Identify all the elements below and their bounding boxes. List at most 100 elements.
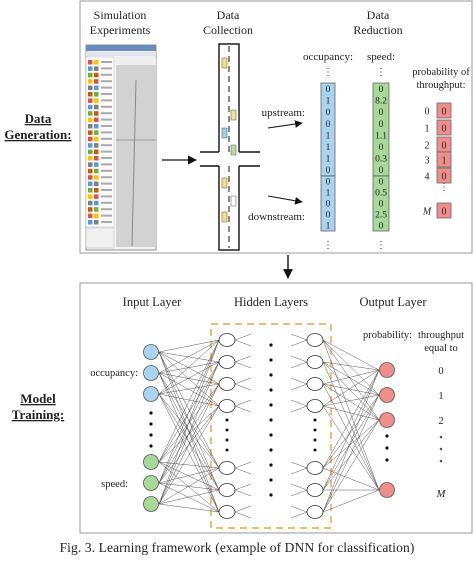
toolbar-icon xyxy=(94,194,99,199)
toolbar-icon xyxy=(94,124,99,129)
connection-line xyxy=(158,393,220,469)
probability-cell xyxy=(436,167,452,184)
toolbar-icon xyxy=(94,162,99,167)
toolbar-icon xyxy=(94,72,99,78)
toolbar-icon xyxy=(94,104,99,110)
collection-title-1: Data xyxy=(217,8,240,22)
toolbar-icon xyxy=(94,213,99,219)
toolbar-icon xyxy=(88,207,93,212)
hidden-node xyxy=(218,333,236,347)
connection-line xyxy=(158,503,220,513)
occupancy-upstream-value: 0 xyxy=(326,166,331,176)
toolbar-icon xyxy=(94,143,99,148)
ellipsis-dot xyxy=(439,447,443,451)
toolbar-item-line xyxy=(101,144,112,147)
input-node xyxy=(143,475,159,491)
toolbar-icon xyxy=(88,98,93,103)
connection-line xyxy=(234,467,252,475)
input-occupancy-label: occupancy: xyxy=(90,368,138,379)
toolbar-icon xyxy=(94,60,99,65)
connection-line xyxy=(234,377,252,385)
ellipsis-dot xyxy=(269,388,273,392)
toolbar-icon xyxy=(94,111,99,116)
connection-line xyxy=(158,372,220,513)
ellipsis-dot xyxy=(149,433,153,437)
connection-line xyxy=(322,339,380,491)
toolbar-icon xyxy=(88,79,93,84)
ellipsis-dot xyxy=(149,444,153,448)
occupancy-downstream-value: 1 xyxy=(326,189,331,199)
toolbar-icon xyxy=(88,117,93,123)
toolbar-icon xyxy=(88,168,93,174)
hidden-node xyxy=(218,399,236,413)
toolbar-icon xyxy=(94,85,99,91)
toolbar-item-line xyxy=(101,169,112,172)
toolbar-icon xyxy=(88,175,93,180)
toolbar-item-line xyxy=(101,189,112,191)
occupancy-header: occupancy: xyxy=(303,51,353,63)
side-label-model: Model xyxy=(20,391,56,406)
output-node xyxy=(379,362,395,378)
output-class-label: M xyxy=(436,489,447,500)
probability-value: 0 xyxy=(442,124,447,135)
probability-cell xyxy=(436,202,452,219)
speed-upstream-value: 0.3 xyxy=(375,155,387,165)
connection-line xyxy=(322,419,380,513)
toolbar-icon xyxy=(88,72,93,78)
toolbar-icon xyxy=(88,124,93,129)
toolbar-icon xyxy=(88,130,93,135)
ellipsis-dot xyxy=(385,446,389,450)
input-speed-label: speed: xyxy=(101,479,128,490)
toolbar-icon xyxy=(88,188,93,193)
connection-line xyxy=(234,339,252,347)
ellipsis-dot xyxy=(269,493,273,497)
hidden-node xyxy=(306,483,324,497)
connection-line xyxy=(234,483,252,491)
ellipsis-dot xyxy=(149,422,153,426)
toolbar-icon xyxy=(94,168,99,174)
toolbar-item-line xyxy=(101,157,112,159)
occupancy-downstream-value: 1 xyxy=(326,222,331,232)
ellipsis-dot xyxy=(269,433,273,437)
ellipsis-dot xyxy=(269,373,273,377)
occupancy-upstream-value: 0 xyxy=(326,108,331,118)
toolbar-icon xyxy=(88,85,93,91)
connection-line xyxy=(290,361,308,369)
speed-upstream-value: 0 xyxy=(379,108,384,118)
ellipsis-dot xyxy=(439,435,443,439)
speed-downstream-value: 0 xyxy=(379,200,384,210)
occupancy-upstream-value: 0 xyxy=(326,85,331,95)
toolbar-icon xyxy=(94,149,99,155)
ellipsis-dot xyxy=(439,459,443,463)
occupancy-downstream-value: 0 xyxy=(326,211,331,221)
toolbar-icon xyxy=(94,207,99,212)
connection-line xyxy=(290,377,308,385)
throughput-index: 1 xyxy=(425,124,430,135)
toolbar-item-line xyxy=(101,86,112,89)
ellipsis-dot xyxy=(385,458,389,462)
connection-line xyxy=(322,394,380,469)
output-node xyxy=(379,482,395,498)
occupancy-upstream-value: 1 xyxy=(326,155,331,165)
connection-line xyxy=(290,405,308,413)
ellipsis-dot xyxy=(269,448,273,452)
hidden-node xyxy=(306,333,324,347)
toolbar-item-line xyxy=(101,118,112,121)
connection-line xyxy=(322,394,380,491)
connection-line xyxy=(322,361,380,491)
output-class-label: 1 xyxy=(438,391,443,402)
connection-line xyxy=(158,361,220,374)
ellipsis-dot xyxy=(269,478,273,482)
toolbar-icon xyxy=(88,156,93,161)
probability-label: probability: xyxy=(363,330,412,341)
speed-downstream-box xyxy=(372,175,390,232)
toolbar-icon xyxy=(94,188,99,193)
hidden-node xyxy=(218,483,236,497)
toolbar-item-line xyxy=(101,93,112,95)
probability-value: 0 xyxy=(442,207,447,218)
speed-upstream-value: 1.1 xyxy=(375,131,387,141)
